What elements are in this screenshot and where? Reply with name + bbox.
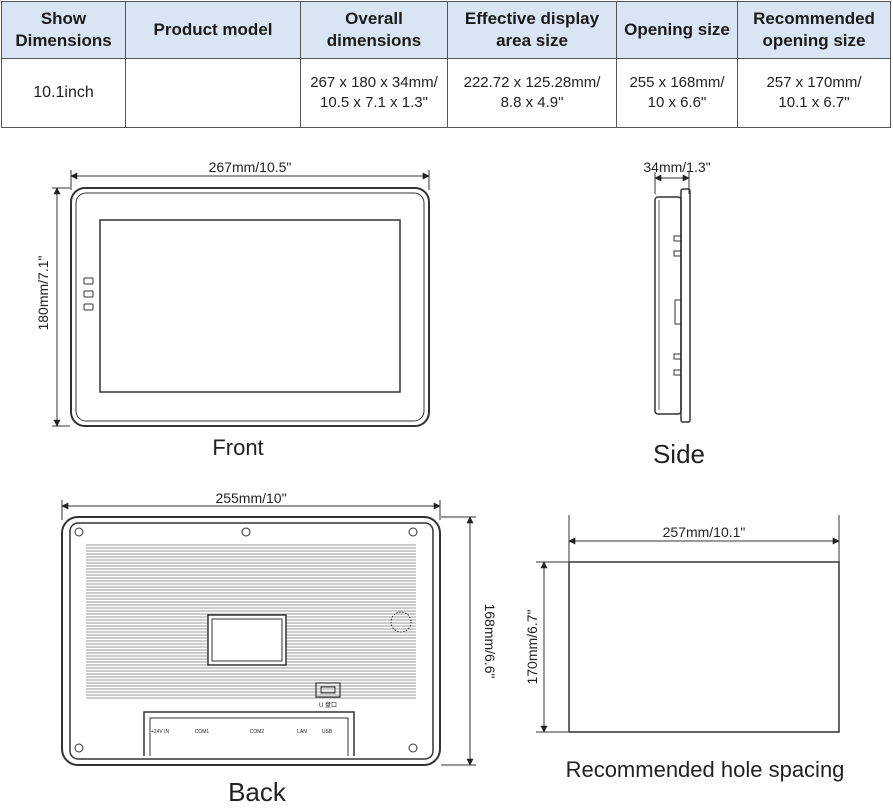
hole-rectangle: [568, 561, 840, 733]
back-usb-port: [315, 682, 341, 698]
header-product-model: Product model: [125, 1, 301, 59]
back-port-label-usb: USB: [322, 729, 333, 735]
side-depth-label: 34mm/1.3": [643, 159, 710, 175]
front-screen-area: [99, 219, 401, 393]
hole-width-label: 257mm/10.1": [663, 524, 746, 540]
hole-title: Recommended hole spacing: [566, 757, 845, 782]
effective-line-2: 8.8 x 4.9": [500, 94, 564, 111]
cell-overall-dimensions: 267 x 180 x 34mm/10.5 x 7.1 x 1.3": [300, 58, 448, 128]
side-port-slot: [674, 299, 682, 325]
spec-header-row: Show Dimensions Product model Overall di…: [1, 1, 891, 59]
back-outer-bezel: [61, 516, 441, 766]
front-width-label: 267mm/10.5": [209, 159, 292, 175]
header-overall-dimensions: Overall dimensions: [300, 1, 448, 59]
back-port-label-udisk: U 盘口: [319, 701, 337, 709]
front-led-1: [83, 277, 94, 285]
spec-table: Show Dimensions Product model Overall di…: [1, 1, 891, 128]
overall-line-2: 10.5 x 7.1 x 1.3": [320, 94, 428, 111]
back-port-label-com1: COM1: [195, 729, 210, 735]
front-led-2: [83, 290, 94, 298]
spec-data-row: 10.1inch 267 x 180 x 34mm/10.5 x 7.1 x 1…: [1, 58, 891, 128]
cell-recommended-opening-size: 257 x 170mm/10.1 x 6.7": [737, 58, 891, 128]
back-housing: [69, 522, 434, 760]
back-port-label-com2: COM2: [250, 729, 265, 735]
front-title: Front: [212, 435, 263, 460]
header-show-dimensions: Show Dimensions: [1, 1, 126, 59]
side-title: Side: [653, 439, 705, 469]
front-view: [52, 170, 430, 427]
hole-view: [536, 515, 840, 733]
back-height-label: 168mm/6.6": [482, 603, 498, 678]
front-height-label: 180mm/7.1": [35, 255, 51, 330]
back-io-panel: [143, 711, 355, 756]
back-speaker-grille: [390, 611, 412, 633]
back-title: Back: [228, 777, 287, 807]
recommended-line-1: 257 x 170mm/: [766, 74, 862, 91]
back-details: [143, 611, 412, 756]
side-front-bezel: [680, 188, 691, 423]
back-port-label-power: +24V IN: [151, 729, 170, 735]
back-view: [61, 500, 476, 766]
back-port-label-lan: LAN: [297, 729, 307, 735]
opening-line-1: 255 x 168mm/: [629, 74, 725, 91]
opening-line-2: 10 x 6.6": [647, 94, 707, 111]
front-led-3: [83, 303, 94, 311]
back-screw-holes: [74, 527, 418, 753]
overall-line-1: 267 x 180 x 34mm/: [310, 74, 438, 91]
back-label-plate: [207, 614, 287, 666]
cell-opening-size: 255 x 168mm/10 x 6.6": [616, 58, 738, 128]
back-heatsink-fins: [86, 544, 416, 699]
front-bezel-outline: [70, 187, 430, 427]
side-view: [654, 172, 691, 423]
header-recommended-opening-size: Recommended opening size: [737, 1, 891, 59]
effective-line-1: 222.72 x 125.28mm/: [463, 74, 601, 91]
back-width-label: 255mm/10": [215, 490, 286, 506]
cell-product-model: [125, 58, 301, 128]
hole-height-label: 170mm/6.7": [524, 609, 540, 684]
recommended-line-2: 10.1 x 6.7": [778, 94, 850, 111]
header-effective-display-area: Effective display area size: [447, 1, 617, 59]
cell-effective-display-area: 222.72 x 125.28mm/8.8 x 4.9": [447, 58, 617, 128]
